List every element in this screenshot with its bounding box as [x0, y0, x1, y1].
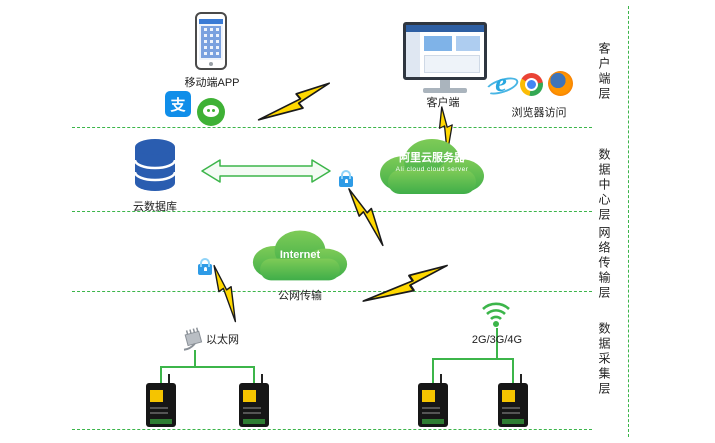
layer-label-client: 客户端层 — [597, 42, 611, 102]
internet-cloud-icon — [252, 230, 348, 281]
public-network-label: 公网传输 — [278, 290, 322, 302]
device-icon-1 — [146, 374, 176, 427]
layer-label-collection: 数据采集层 — [597, 322, 611, 397]
device-detail — [502, 407, 520, 409]
dashboard-widget-1 — [424, 36, 452, 51]
chrome-browser-icon — [520, 73, 543, 96]
internet-cloud-text: Internet — [246, 249, 354, 263]
dashboard-widget-3 — [424, 55, 480, 73]
ethernet-stem-line — [194, 350, 196, 366]
cellular-branch-line — [432, 358, 514, 360]
dashboard-header — [406, 25, 484, 32]
firefox-browser-icon — [548, 71, 573, 96]
monitor-screen — [403, 22, 487, 80]
ethernet-connector-icon — [183, 327, 203, 351]
layer-separator-4 — [72, 429, 592, 430]
smartphone-icon — [195, 12, 227, 70]
wechat-icon — [197, 98, 225, 126]
layer-separator-3 — [72, 291, 592, 292]
ethernet-drop-line-2 — [253, 366, 255, 383]
layer-separator-2 — [72, 211, 592, 212]
mobile-app-label: 移动端APP — [184, 77, 240, 89]
layer-label-network: 网络传输层 — [597, 226, 611, 301]
wechat-bubble — [203, 105, 219, 117]
device-antenna — [440, 374, 442, 383]
cloud-db-label: 云数据库 — [133, 201, 177, 213]
device-detail — [150, 407, 168, 409]
monitor-stand — [440, 80, 450, 88]
device-antenna — [261, 374, 263, 383]
browser-access-label: 浏览器访问 — [511, 107, 567, 119]
layer-separator-1 — [72, 127, 592, 128]
device-icon-2 — [239, 374, 269, 427]
alipay-icon: 支 — [165, 91, 191, 117]
ali-cloud-text: 阿里云服务器 Ali cloud cloud server — [372, 152, 492, 174]
layer-label-datacenter: 数据中心层 — [597, 148, 611, 223]
phone-screen — [199, 19, 223, 60]
lightning-icon-internet-to-ethernet — [213, 264, 237, 323]
right-border-line — [628, 6, 629, 437]
wifi-signal-icon — [482, 302, 510, 327]
lightning-icon-internet-to-cellular — [362, 264, 448, 302]
ie-glyph: e — [495, 68, 507, 97]
double-arrow-icon — [201, 159, 331, 183]
client-label: 客户端 — [426, 97, 460, 109]
lightning-icon-phone-to-cloud — [257, 82, 331, 121]
ali-cloud-icon — [380, 139, 484, 194]
ethernet-drop-line-1 — [160, 366, 162, 383]
monitor-icon — [403, 22, 487, 80]
device-detail — [243, 407, 261, 409]
ie-browser-icon: e — [488, 70, 514, 96]
device-icon-4 — [498, 374, 528, 427]
cellular-stem-line — [496, 328, 498, 358]
dashboard-sidebar — [406, 32, 420, 77]
monitor-base — [423, 88, 467, 93]
ali-cloud-label-en: Ali cloud cloud server — [395, 165, 469, 173]
cellular-drop-line-1 — [432, 358, 434, 383]
dashboard-widget-2 — [456, 36, 480, 51]
device-icon-3 — [418, 374, 448, 427]
ali-cloud-label-cn: 阿里云服务器 — [399, 152, 465, 164]
lightning-icon-cloud-to-internet — [348, 188, 384, 247]
cellular-drop-line-2 — [512, 358, 514, 383]
ethernet-label: 以太网 — [206, 334, 239, 346]
lock-icon-cloud — [339, 170, 353, 187]
database-icon — [133, 139, 177, 191]
phone-home-button — [209, 62, 213, 66]
ethernet-branch-line — [160, 366, 255, 368]
alipay-glyph: 支 — [170, 96, 186, 114]
internet-label: Internet — [279, 249, 321, 261]
cellular-label: 2G/3G/4G — [471, 334, 523, 346]
device-antenna — [520, 374, 522, 383]
device-antenna — [168, 374, 170, 383]
lock-icon-internet — [198, 258, 212, 275]
device-detail — [422, 407, 440, 409]
